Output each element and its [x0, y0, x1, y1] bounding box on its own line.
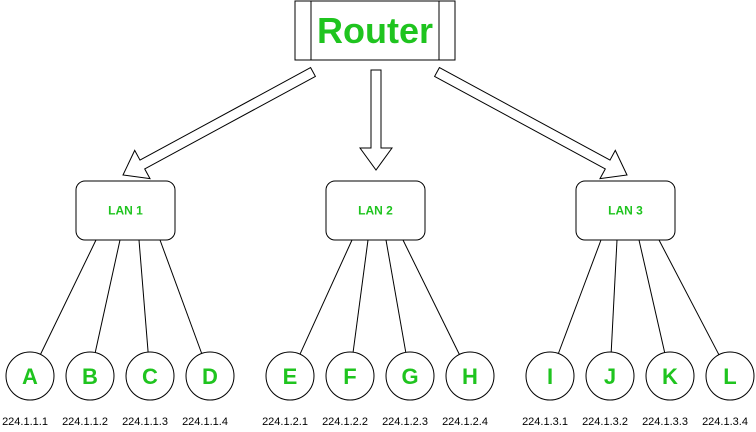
router: Router	[294, 0, 456, 61]
host-a: A 224.1.1.1	[2, 351, 55, 428]
lan-box-shape	[575, 180, 676, 241]
host-g: G 224.1.2.3	[382, 351, 435, 428]
router-label: Router	[317, 10, 433, 51]
host-name: B	[82, 364, 98, 389]
lan-label: LAN 2	[358, 204, 393, 218]
host-circle	[445, 351, 495, 401]
host-name: L	[723, 364, 736, 389]
hosts: A 224.1.1.1 B 224.1.1.2 C 224.1.1.3 D 224.1.1.4…	[2, 351, 755, 428]
lan-label: LAN 1	[108, 204, 143, 218]
link-a	[40, 239, 97, 355]
host-c: C 224.1.1.3	[122, 351, 175, 428]
host-j: J 224.1.3.2	[582, 351, 635, 428]
host-ip: 224.1.1.1	[2, 416, 48, 428]
host-ip: 224.1.1.2	[62, 416, 108, 428]
host-name: A	[22, 364, 38, 389]
link-d	[159, 239, 203, 354]
host-circle	[265, 351, 315, 401]
arrow-to-lan-3	[433, 66, 628, 180]
host-circle	[125, 351, 175, 401]
host-e: E 224.1.2.1	[262, 351, 315, 428]
host-ip: 224.1.2.1	[262, 416, 308, 428]
host-d: D 224.1.1.4	[182, 351, 235, 428]
link-b	[94, 239, 121, 353]
host-ip: 224.1.2.4	[442, 416, 488, 428]
host-h: H 224.1.2.4	[442, 351, 495, 428]
host-ip: 224.1.3.4	[702, 416, 748, 428]
host-circle	[385, 351, 435, 401]
router-box	[294, 0, 456, 61]
host-circle	[5, 351, 55, 401]
host-name: F	[343, 364, 356, 389]
host-circle	[325, 351, 375, 401]
lan-label: LAN 3	[608, 204, 643, 218]
host-ip: 224.1.3.1	[522, 416, 568, 428]
host-circle	[585, 351, 635, 401]
host-name: D	[202, 364, 218, 389]
host-circle	[705, 351, 755, 401]
host-name: K	[662, 364, 678, 389]
host-l: L 224.1.3.4	[702, 351, 755, 428]
host-name: H	[462, 364, 478, 389]
arrow-to-lan-2	[359, 69, 393, 171]
lan-box-1: LAN 1	[75, 180, 176, 241]
link-k	[638, 239, 666, 353]
host-i: I 224.1.3.1	[522, 351, 575, 428]
host-ip: 224.1.2.2	[322, 416, 368, 428]
host-name: E	[283, 364, 298, 389]
host-k: K 224.1.3.3	[642, 351, 695, 428]
router-to-lan-arrows	[122, 66, 628, 180]
host-ip: 224.1.2.3	[382, 416, 428, 428]
link-i	[557, 239, 602, 354]
lan-box-2: LAN 2	[325, 180, 426, 241]
link-g	[385, 239, 407, 353]
host-circle	[645, 351, 695, 401]
host-name: C	[142, 364, 158, 389]
host-name: I	[547, 364, 553, 389]
host-circle	[185, 351, 235, 401]
link-e	[299, 239, 353, 355]
host-circle	[525, 351, 575, 401]
link-f	[352, 239, 369, 353]
lan-box-shape	[325, 180, 426, 241]
link-c	[138, 239, 149, 353]
arrow-to-lan-1	[122, 66, 317, 180]
host-ip: 224.1.1.4	[182, 416, 228, 428]
lan-box-shape	[75, 180, 176, 241]
host-b: B 224.1.1.2	[62, 351, 115, 428]
lan-box-3: LAN 3	[575, 180, 676, 241]
host-name: G	[401, 364, 418, 389]
link-j	[610, 239, 618, 353]
host-circle	[65, 351, 115, 401]
host-ip: 224.1.3.3	[642, 416, 688, 428]
host-name: J	[604, 364, 616, 389]
link-l	[658, 239, 720, 355]
host-ip: 224.1.3.2	[582, 416, 628, 428]
link-h	[402, 239, 460, 355]
host-f: F 224.1.2.2	[322, 351, 375, 428]
lan-switches: LAN 1 LAN 2 LAN 3	[75, 180, 676, 241]
lan-to-host-links	[40, 239, 720, 355]
host-ip: 224.1.1.3	[122, 416, 168, 428]
